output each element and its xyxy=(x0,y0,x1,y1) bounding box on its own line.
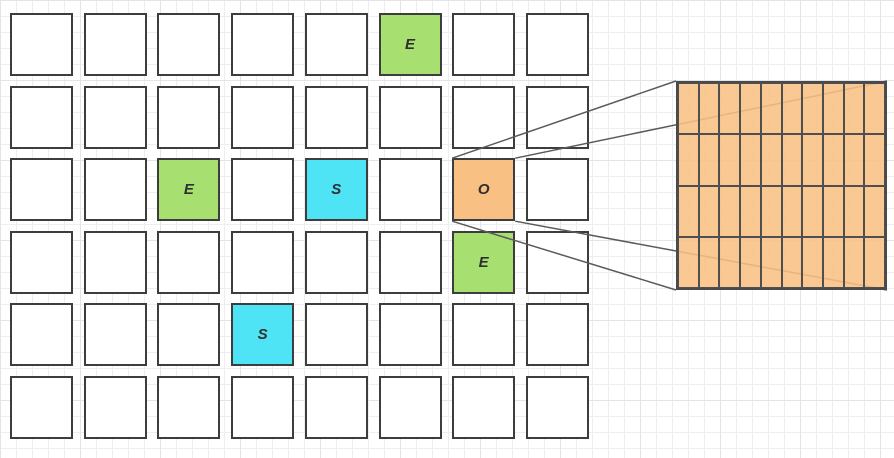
grid-cell xyxy=(452,376,516,439)
grid-cell xyxy=(525,158,589,222)
magnifier-subcell xyxy=(781,236,803,288)
magnifier-subcell xyxy=(719,236,741,288)
magnifier-subcell xyxy=(802,185,823,237)
grid-cell xyxy=(157,303,221,367)
grid-cell xyxy=(304,376,368,439)
magnifier-subcell xyxy=(719,134,741,186)
grid-cell xyxy=(378,230,442,294)
magnifier-subcell xyxy=(678,83,699,135)
grid-cell xyxy=(83,13,147,76)
grid-cell xyxy=(10,376,73,439)
grid-cell xyxy=(157,85,221,149)
grid-cell xyxy=(10,13,73,76)
grid-cell xyxy=(157,230,221,294)
magnifier-subcell xyxy=(843,134,865,186)
grid-cell xyxy=(157,13,221,76)
grid-cell xyxy=(231,230,295,294)
magnifier-subcell xyxy=(781,134,803,186)
magnifier-subcell xyxy=(802,236,823,288)
grid-cell xyxy=(378,85,442,149)
grid-cell xyxy=(83,158,147,222)
magnifier-subcell xyxy=(781,83,803,135)
magnifier-subcell xyxy=(678,134,699,186)
magnifier-subcell xyxy=(740,83,761,135)
grid-cell xyxy=(452,85,516,149)
magnifier-subcell xyxy=(760,185,782,237)
magnifier-subcell xyxy=(864,185,885,237)
grid-cell-o: O xyxy=(452,158,516,222)
grid-cell xyxy=(304,303,368,367)
grid-cell xyxy=(378,158,442,222)
magnifier-subcell xyxy=(678,185,699,237)
grid-cell-e: E xyxy=(378,13,442,76)
magnifier-subcell xyxy=(822,185,844,237)
magnifier-subcell xyxy=(719,83,741,135)
grid-cell xyxy=(304,230,368,294)
grid-cell xyxy=(525,13,589,76)
grid-cell xyxy=(231,85,295,149)
grid-cell xyxy=(452,13,516,76)
magnifier-subcell xyxy=(698,185,720,237)
magnifier-subcell xyxy=(864,83,885,135)
magnifier-subcell xyxy=(760,134,782,186)
grid-cell xyxy=(525,85,589,149)
grid-cell xyxy=(83,303,147,367)
magnifier-subcell xyxy=(843,185,865,237)
magnifier-subcell xyxy=(843,236,865,288)
magnifier-subcell xyxy=(698,134,720,186)
grid-cell xyxy=(10,158,73,222)
magnifier-subcell xyxy=(678,236,699,288)
grid-cell xyxy=(83,376,147,439)
magnifier-subcell xyxy=(864,134,885,186)
magnifier-subcell xyxy=(719,185,741,237)
magnifier-subcell xyxy=(760,236,782,288)
magnifier-subcell xyxy=(740,236,761,288)
magnifier-subcell xyxy=(698,236,720,288)
grid-cell xyxy=(378,376,442,439)
grid-cell xyxy=(231,376,295,439)
grid-cell xyxy=(452,303,516,367)
magnifier-subcell xyxy=(822,134,844,186)
magnifier-subcell xyxy=(802,83,823,135)
magnifier-subcell xyxy=(843,83,865,135)
grid-cell xyxy=(525,230,589,294)
grid-cell xyxy=(304,85,368,149)
grid-cell xyxy=(157,376,221,439)
magnifier-subcell xyxy=(698,83,720,135)
magnifier-subcell xyxy=(760,83,782,135)
magnifier-subcell xyxy=(864,236,885,288)
grid-cell-s: S xyxy=(304,158,368,222)
magnifier-subcell xyxy=(740,185,761,237)
grid-cell-e: E xyxy=(452,230,516,294)
grid-cell xyxy=(304,13,368,76)
grid-cell xyxy=(83,230,147,294)
grid-cell xyxy=(378,303,442,367)
grid-cell xyxy=(10,230,73,294)
magnifier-subcell xyxy=(781,185,803,237)
grid-cell xyxy=(83,85,147,149)
grid-cell xyxy=(231,158,295,222)
magnifier-subcell xyxy=(740,134,761,186)
magnified-cell-view xyxy=(676,81,887,290)
magnifier-subcell xyxy=(802,134,823,186)
grid-cell-s: S xyxy=(231,303,295,367)
grid-cell xyxy=(10,85,73,149)
grid-cell-e: E xyxy=(157,158,221,222)
grid-cell xyxy=(525,303,589,367)
grid-cell xyxy=(525,376,589,439)
grid-cell xyxy=(10,303,73,367)
magnifier-subcell xyxy=(822,83,844,135)
magnifier-subcell xyxy=(822,236,844,288)
grid-cell xyxy=(231,13,295,76)
